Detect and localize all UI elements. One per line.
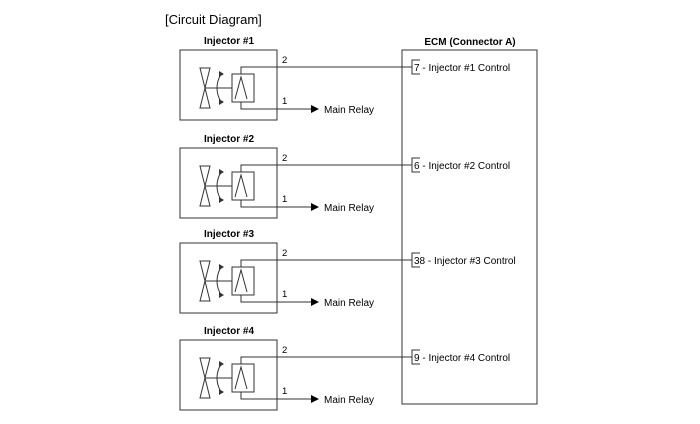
valve-icon [199,67,211,109]
main-relay-label: Main Relay [324,395,374,406]
arrowhead-icon [219,389,224,395]
wire-pin2-to-ecm [240,164,412,172]
injector-box [179,49,278,121]
solenoid-coil-icon [231,171,255,201]
injector-title: Injector #4 [204,326,254,337]
coil-core-icon [234,268,248,293]
injector-title: Injector #2 [204,134,254,145]
arrowhead-icon [219,292,224,298]
wire-pin2-to-ecm [240,66,412,74]
injector-title: Injector #3 [204,229,254,240]
ecm-header: ECM (Connector A) [424,37,515,48]
injector-box [179,339,278,411]
ecm-pin-bracket [411,59,420,75]
pin-label-2: 2 [282,55,287,66]
ecm-pin-label: 7 - Injector #1 Control [414,63,510,74]
ecm-pin-label: 38 - Injector #3 Control [414,256,516,267]
ecm-pin-label: 9 - Injector #4 Control [414,353,510,364]
valve-icon [199,165,211,207]
solenoid-coil-icon [231,363,255,393]
wire-pin1-to-relay [240,392,312,400]
relay-arrow-icon [311,298,319,306]
relay-arrow-icon [311,105,319,113]
injector-title: Injector #1 [204,36,254,47]
relay-arrow-icon [311,395,319,403]
wire-pin1-to-relay [240,200,312,208]
main-relay-label: Main Relay [324,105,374,116]
pin-label-2: 2 [282,345,287,356]
wire-pin2-to-ecm [240,259,412,267]
arrowhead-icon [219,99,224,105]
ecm-pin-label: 6 - Injector #2 Control [414,161,510,172]
coil-core-icon [234,75,248,100]
arrowhead-icon [219,169,224,175]
coil-core-icon [234,173,248,198]
pin-label-1: 1 [282,289,287,300]
relay-arrow-icon [311,203,319,211]
arrowhead-icon [219,264,224,270]
coil-core-icon [234,365,248,390]
main-relay-label: Main Relay [324,298,374,309]
diagram-title: [Circuit Diagram] [165,12,262,27]
arrowhead-icon [219,361,224,367]
ecm-pin-bracket [411,349,420,365]
valve-icon [199,357,211,399]
solenoid-coil-icon [231,73,255,103]
pin-label-1: 1 [282,386,287,397]
wire-pin1-to-relay [240,102,312,110]
solenoid-coil-icon [231,266,255,296]
pin-label-2: 2 [282,153,287,164]
main-relay-label: Main Relay [324,203,374,214]
ecm-box [401,49,538,405]
wire-pin2-to-ecm [240,356,412,364]
valve-icon [199,260,211,302]
ecm-pin-bracket [411,157,420,173]
ecm-pin-bracket [411,252,420,268]
arrowhead-icon [219,197,224,203]
pin-label-2: 2 [282,248,287,259]
pin-label-1: 1 [282,96,287,107]
ecm-connector-a: ECM (Connector A) [401,37,538,405]
injector-box [179,242,278,314]
injector-box [179,147,278,219]
pin-label-1: 1 [282,194,287,205]
wire-pin1-to-relay [240,295,312,303]
arrowhead-icon [219,71,224,77]
